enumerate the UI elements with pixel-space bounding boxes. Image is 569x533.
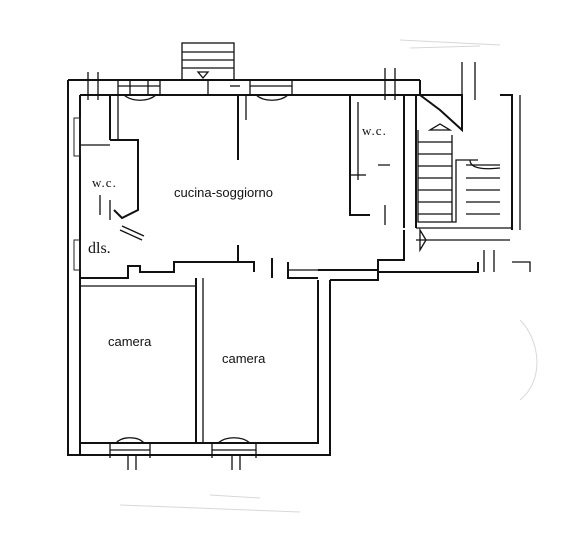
wc-left-label: w.c. <box>92 175 117 190</box>
windows-top <box>87 62 476 101</box>
windows-bottom <box>109 437 257 470</box>
stair-top <box>181 42 235 95</box>
scan-artifacts <box>119 39 538 513</box>
stairwell <box>416 94 531 272</box>
wc-right-label: w.c. <box>362 123 387 138</box>
kitchen-living-label: cucina-soggiorno <box>174 185 273 200</box>
left-side-details <box>73 117 81 271</box>
bedroom-left-label: camera <box>108 334 152 349</box>
storage-label: dls. <box>88 240 111 257</box>
interior-walls <box>80 95 390 443</box>
bedroom-right-label: camera <box>222 351 266 366</box>
